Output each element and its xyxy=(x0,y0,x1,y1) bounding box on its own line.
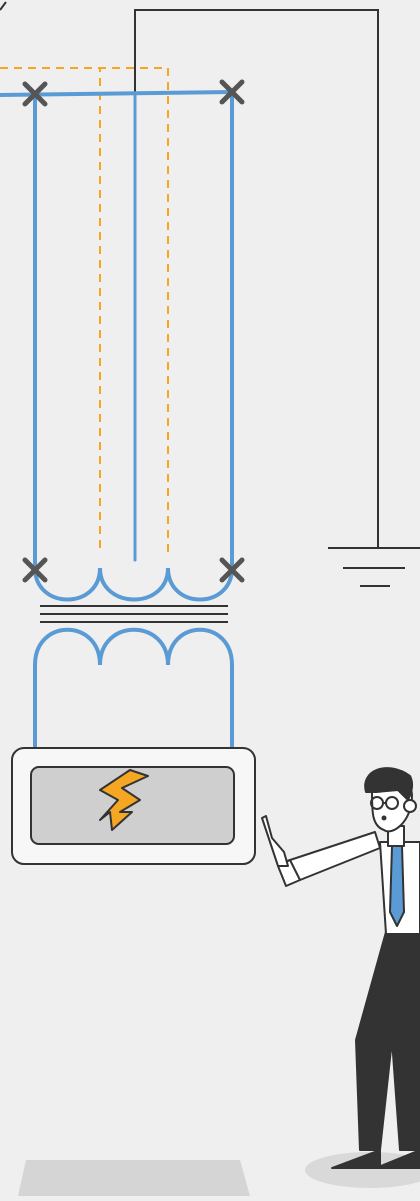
mouth xyxy=(381,815,387,821)
load-panel xyxy=(11,747,256,865)
orange-dashed-loop xyxy=(0,67,169,552)
primary-coil xyxy=(33,566,234,602)
transformer-core xyxy=(40,605,228,623)
blue-primary-wiring xyxy=(0,90,234,602)
orange-dashed-right xyxy=(0,67,169,552)
x-marker-icon xyxy=(219,557,245,583)
lightning-bolt-icon xyxy=(99,769,149,831)
pointing-arm xyxy=(283,831,381,881)
corner-fragment xyxy=(0,1,7,11)
ear xyxy=(403,799,417,813)
presenter-person xyxy=(261,767,420,1188)
right-shoe xyxy=(375,1149,420,1169)
blue-secondary-wiring xyxy=(33,627,234,750)
glasses-icon xyxy=(370,796,399,810)
x-marker-icon xyxy=(22,81,48,107)
ground-wire xyxy=(134,9,379,548)
ground-symbol-icon xyxy=(328,547,420,587)
pants xyxy=(355,931,420,1151)
pointing-hand xyxy=(261,815,289,867)
left-shoe xyxy=(331,1149,381,1169)
secondary-coil xyxy=(33,627,234,750)
x-marker-icon xyxy=(219,79,245,105)
ground-wire-path xyxy=(134,9,379,548)
x-markers xyxy=(22,79,245,583)
x-marker-icon xyxy=(22,557,48,583)
necktie xyxy=(389,845,405,927)
bottom-placeholder-block xyxy=(18,1160,250,1196)
